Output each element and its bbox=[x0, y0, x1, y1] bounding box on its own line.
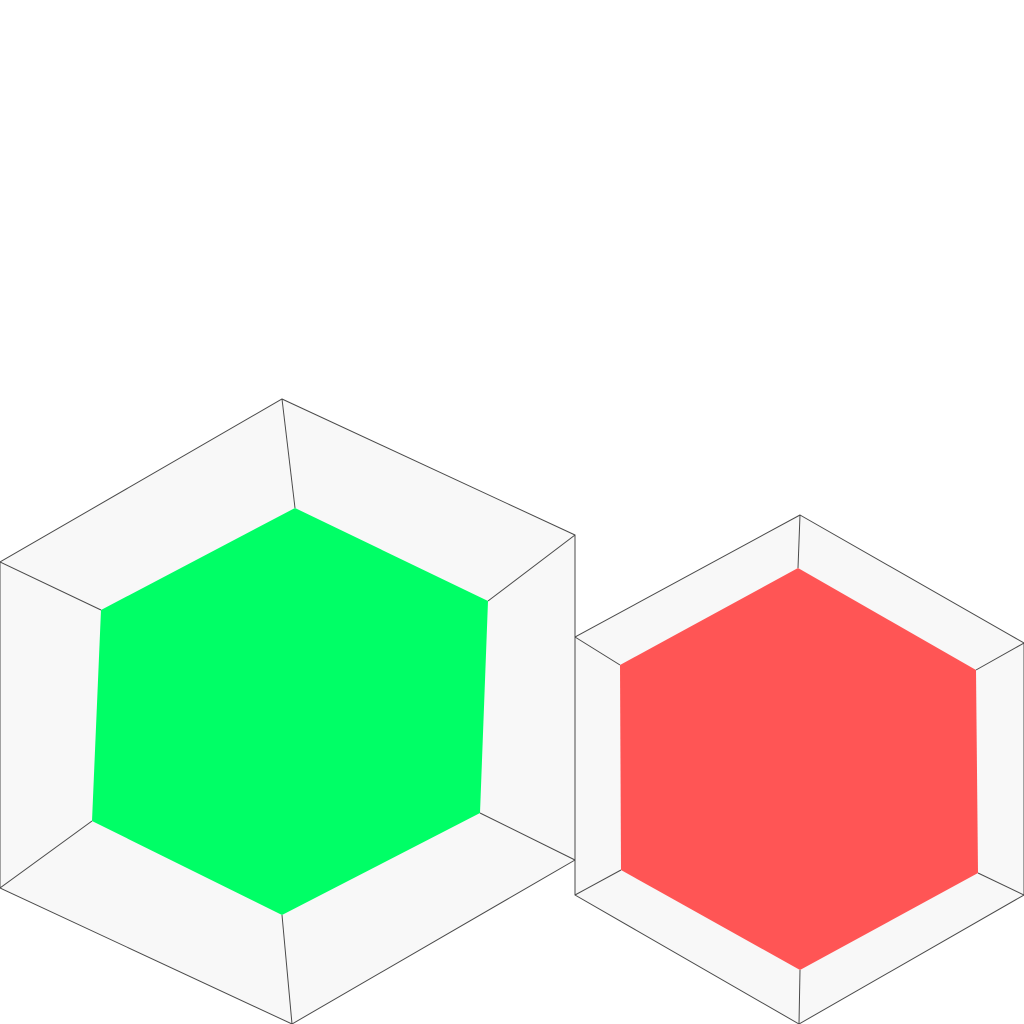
bevel-line bbox=[0, 820, 93, 889]
hex-face-green[interactable] bbox=[92, 508, 488, 915]
hex-tile-red[interactable] bbox=[574, 514, 1024, 1024]
hex-tile-green[interactable] bbox=[0, 398, 576, 1024]
bevel-line bbox=[0, 561, 102, 611]
bevel-line bbox=[487, 534, 576, 602]
hex-face-red[interactable] bbox=[620, 568, 978, 970]
bevel-line bbox=[281, 398, 296, 509]
bevel-line bbox=[975, 642, 1024, 671]
bevel-line bbox=[574, 636, 621, 666]
bevel-line bbox=[797, 514, 801, 569]
bevel-line bbox=[574, 869, 622, 896]
bevel-line bbox=[281, 914, 293, 1024]
bevel-line bbox=[479, 812, 576, 861]
bevel-line bbox=[977, 872, 1024, 896]
bevel-line bbox=[798, 969, 801, 1024]
